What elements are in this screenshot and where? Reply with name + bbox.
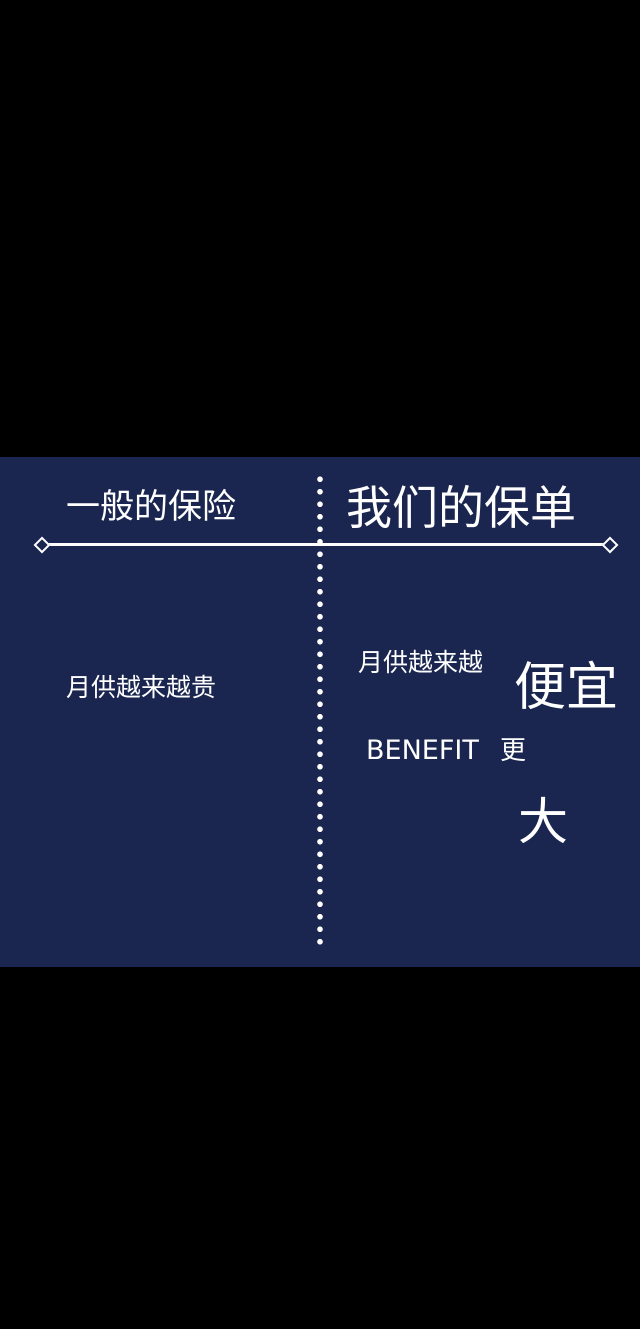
right-body-emphasis: 便宜	[514, 658, 619, 718]
benefit-big: 大	[518, 793, 568, 851]
horizontal-divider	[44, 543, 612, 546]
comparison-panel: 一般的保险 我们的保单 月供越来越贵 月供越来越 便宜 BENEFIT 更 大	[0, 457, 640, 967]
divider-left-diamond-icon	[33, 536, 51, 554]
left-body-text: 月供越来越贵	[66, 673, 217, 702]
vertical-dotted-divider	[316, 473, 324, 947]
right-body-prefix: 月供越来越	[358, 648, 484, 677]
right-heading: 我们的保单	[346, 481, 576, 535]
left-heading: 一般的保险	[66, 487, 236, 527]
benefit-more: 更	[500, 736, 527, 766]
benefit-word: BENEFIT	[366, 735, 479, 766]
divider-right-diamond-icon	[601, 536, 619, 554]
